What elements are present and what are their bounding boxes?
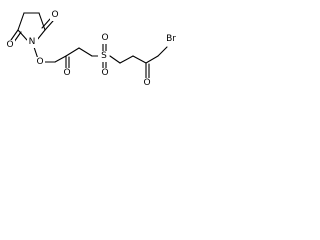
bond-carbonyl-top-1 bbox=[44, 20, 54, 31]
atom-o-sulfonyl-top: O bbox=[101, 33, 108, 43]
atom-n-imide: N bbox=[29, 37, 36, 47]
bond-carbonyl-top-2 bbox=[41, 18, 51, 29]
atom-s-sulfonyl: S bbox=[101, 51, 107, 61]
bond-ch2-ch2 bbox=[78, 47, 93, 57]
chemical-structure: O O N O O S O O O Br bbox=[5, 10, 179, 89]
bond-ch2-ketone bbox=[132, 55, 147, 64]
bond-ring-n-left bbox=[17, 29, 28, 41]
bond-carbonyl-bottom-2 bbox=[13, 31, 22, 43]
atom-o-imide-top: O bbox=[51, 10, 58, 20]
sulfonyl-group bbox=[102, 43, 121, 69]
bromoketone-chain bbox=[119, 46, 168, 79]
atom-br: Br bbox=[166, 34, 176, 44]
bond-ring-n-right bbox=[36, 29, 46, 41]
succinimide-ring bbox=[10, 12, 54, 43]
bond-ch2-ch2-b bbox=[119, 55, 134, 64]
atom-o-ketone: O bbox=[143, 78, 150, 88]
atom-o-sulfonyl-bottom: O bbox=[101, 68, 108, 78]
bond-ch2-br bbox=[157, 46, 168, 57]
atom-o-ester-link: O bbox=[36, 57, 43, 67]
atom-o-imide-bottom: O bbox=[6, 40, 13, 50]
bond-ester-down bbox=[54, 55, 67, 63]
bond-ring-right bbox=[38, 12, 46, 31]
bond-ester-to-ch2 bbox=[65, 47, 80, 57]
bond-ring-left bbox=[17, 12, 25, 31]
atom-labels: O O N O O S O O O Br bbox=[5, 10, 179, 89]
bond-ketone-ch2 bbox=[145, 55, 159, 64]
atom-o-ester-carbonyl: O bbox=[63, 68, 70, 78]
bond-s-ch2 bbox=[109, 55, 121, 64]
bond-carbonyl-bottom-1 bbox=[10, 29, 19, 41]
